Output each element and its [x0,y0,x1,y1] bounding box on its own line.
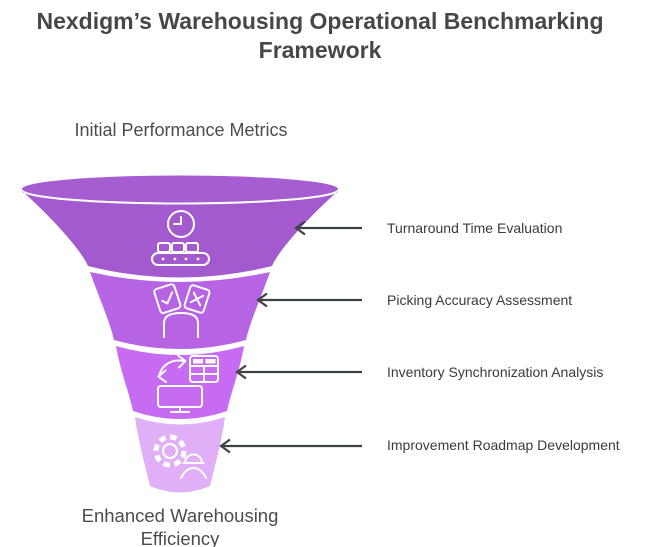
funnel-bottom-label: Enhanced Warehousing Efficiency [81,505,279,547]
diagram-title: Nexdigm’s Warehousing Operational Benchm… [36,8,604,64]
arrow-inventory [235,364,362,380]
clock-conveyor-icon [151,210,210,266]
funnel-section-3 [116,346,244,419]
sync-table-monitor-icon [157,354,219,413]
funnel-top-label: Initial Performance Metrics [74,120,288,140]
stage-label-improvement: Improvement Roadmap Development [387,437,620,453]
stage-label-picking: Picking Accuracy Assessment [387,292,573,308]
funnel-section-2 [90,272,270,349]
stage-label-inventory: Inventory Synchronization Analysis [387,364,604,380]
funnel-rim [22,175,338,203]
funnel-rim-line [21,189,339,205]
connector-arrows [219,220,362,454]
check-cross-cards-bin-icon [153,283,211,338]
stage-label-turnaround: Turnaround Time Evaluation [387,220,563,236]
gear-worker-icon [153,434,207,479]
arrow-improvement [219,438,362,454]
funnel-section-4 [135,417,225,493]
arrow-picking [256,292,362,308]
arrow-turnaround [294,220,362,236]
funnel-section-1 [22,191,338,278]
